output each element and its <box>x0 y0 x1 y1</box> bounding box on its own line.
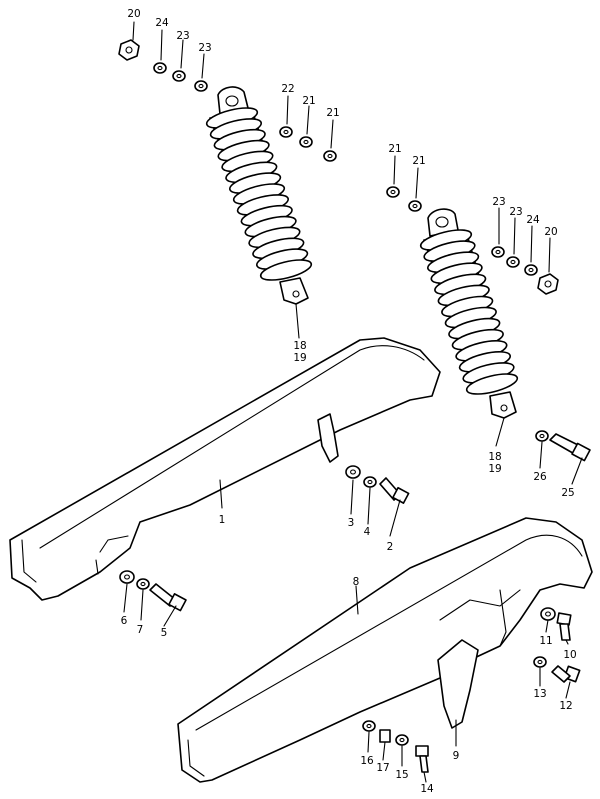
bolt-5 <box>149 583 187 612</box>
label-21-right-a: 21 <box>388 143 401 155</box>
label-6: 6 <box>121 615 128 627</box>
right-upper-washer-21b <box>408 200 422 212</box>
label-22-left: 22 <box>281 83 294 95</box>
label-12: 12 <box>559 700 572 712</box>
washer-6 <box>119 570 135 584</box>
right-lower-nut <box>537 273 559 295</box>
left-lower-washer-21b <box>323 150 337 162</box>
label-23-left-a: 23 <box>176 30 189 42</box>
left-shock-absorber <box>205 86 313 305</box>
left-lower-washer-21a <box>299 136 313 148</box>
washer-13 <box>533 656 547 668</box>
collar-17 <box>379 729 391 743</box>
label-23-left-b: 23 <box>198 42 211 54</box>
left-upper-washer-23b <box>194 80 208 92</box>
left-upper-nut <box>118 39 140 61</box>
label-20-right: 20 <box>544 226 557 238</box>
label-24-left: 24 <box>155 17 169 29</box>
washer-15 <box>395 734 409 746</box>
label-11: 11 <box>539 635 552 647</box>
label-25: 25 <box>561 487 574 499</box>
label-8: 8 <box>353 576 360 588</box>
leader-lines <box>123 21 583 783</box>
label-16: 16 <box>360 755 374 767</box>
washer-4 <box>363 476 377 488</box>
label-13: 13 <box>533 688 546 700</box>
right-lower-washer-24 <box>524 264 538 276</box>
label-18-left: 18 <box>293 340 306 352</box>
label-19-right: 19 <box>488 463 501 475</box>
label-26: 26 <box>533 471 547 483</box>
label-15: 15 <box>395 769 408 781</box>
label-20-left: 20 <box>127 8 140 20</box>
lower-chain-case <box>177 517 593 783</box>
label-21-left-b: 21 <box>326 107 339 119</box>
right-lower-washer-23a <box>491 246 505 258</box>
label-17: 17 <box>376 762 389 774</box>
label-23-right-b: 23 <box>509 206 522 218</box>
left-upper-washer-23a <box>172 70 186 82</box>
washer-3 <box>345 465 361 479</box>
label-7: 7 <box>137 624 144 636</box>
bolt-25 <box>549 433 591 462</box>
bolt-10 <box>556 612 572 641</box>
label-9: 9 <box>453 750 460 762</box>
bolt-12 <box>551 665 581 683</box>
bolt-2 <box>379 477 410 504</box>
label-21-left-a: 21 <box>302 95 315 107</box>
washer-26 <box>535 430 549 442</box>
left-upper-washer-24 <box>153 62 167 74</box>
label-18-right: 18 <box>488 451 501 463</box>
label-19-left: 19 <box>293 352 306 364</box>
label-23-right-a: 23 <box>492 196 505 208</box>
left-lower-washer-22 <box>279 126 293 138</box>
label-2: 2 <box>387 541 394 553</box>
label-1: 1 <box>219 514 226 526</box>
label-3: 3 <box>348 517 355 529</box>
label-14: 14 <box>420 783 434 795</box>
right-lower-washer-23b <box>506 256 520 268</box>
upper-chain-case <box>9 337 441 601</box>
label-10: 10 <box>563 649 576 661</box>
label-24-right: 24 <box>526 214 540 226</box>
part-labels: 20 24 23 23 22 21 21 18 19 21 21 23 23 2… <box>121 8 577 795</box>
bolt-14 <box>415 745 429 773</box>
label-4: 4 <box>364 526 371 538</box>
washer-11 <box>540 607 556 621</box>
right-upper-washer-21a <box>386 186 400 198</box>
washer-16 <box>362 720 376 732</box>
label-5: 5 <box>161 627 168 639</box>
washer-7 <box>136 578 150 590</box>
label-21-right-b: 21 <box>412 155 425 167</box>
right-shock-absorber <box>419 208 519 419</box>
